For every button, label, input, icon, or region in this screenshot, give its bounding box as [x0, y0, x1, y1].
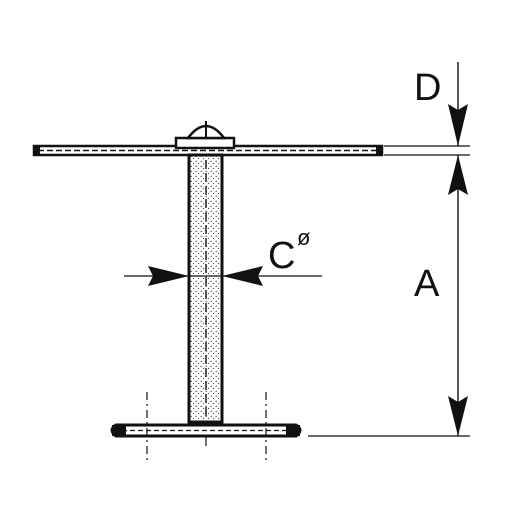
- dimension-c-label: C: [268, 235, 295, 277]
- dimension-d-label: D: [414, 67, 441, 109]
- dimension-c: [124, 266, 322, 286]
- rivet-head: [174, 121, 236, 150]
- dimension-a: [308, 155, 470, 437]
- base-center-lines: [146, 392, 267, 462]
- shaft: [187, 153, 224, 424]
- base-plate: [110, 423, 302, 438]
- diameter-symbol: ø: [297, 225, 310, 250]
- dimension-a-label: A: [414, 263, 440, 305]
